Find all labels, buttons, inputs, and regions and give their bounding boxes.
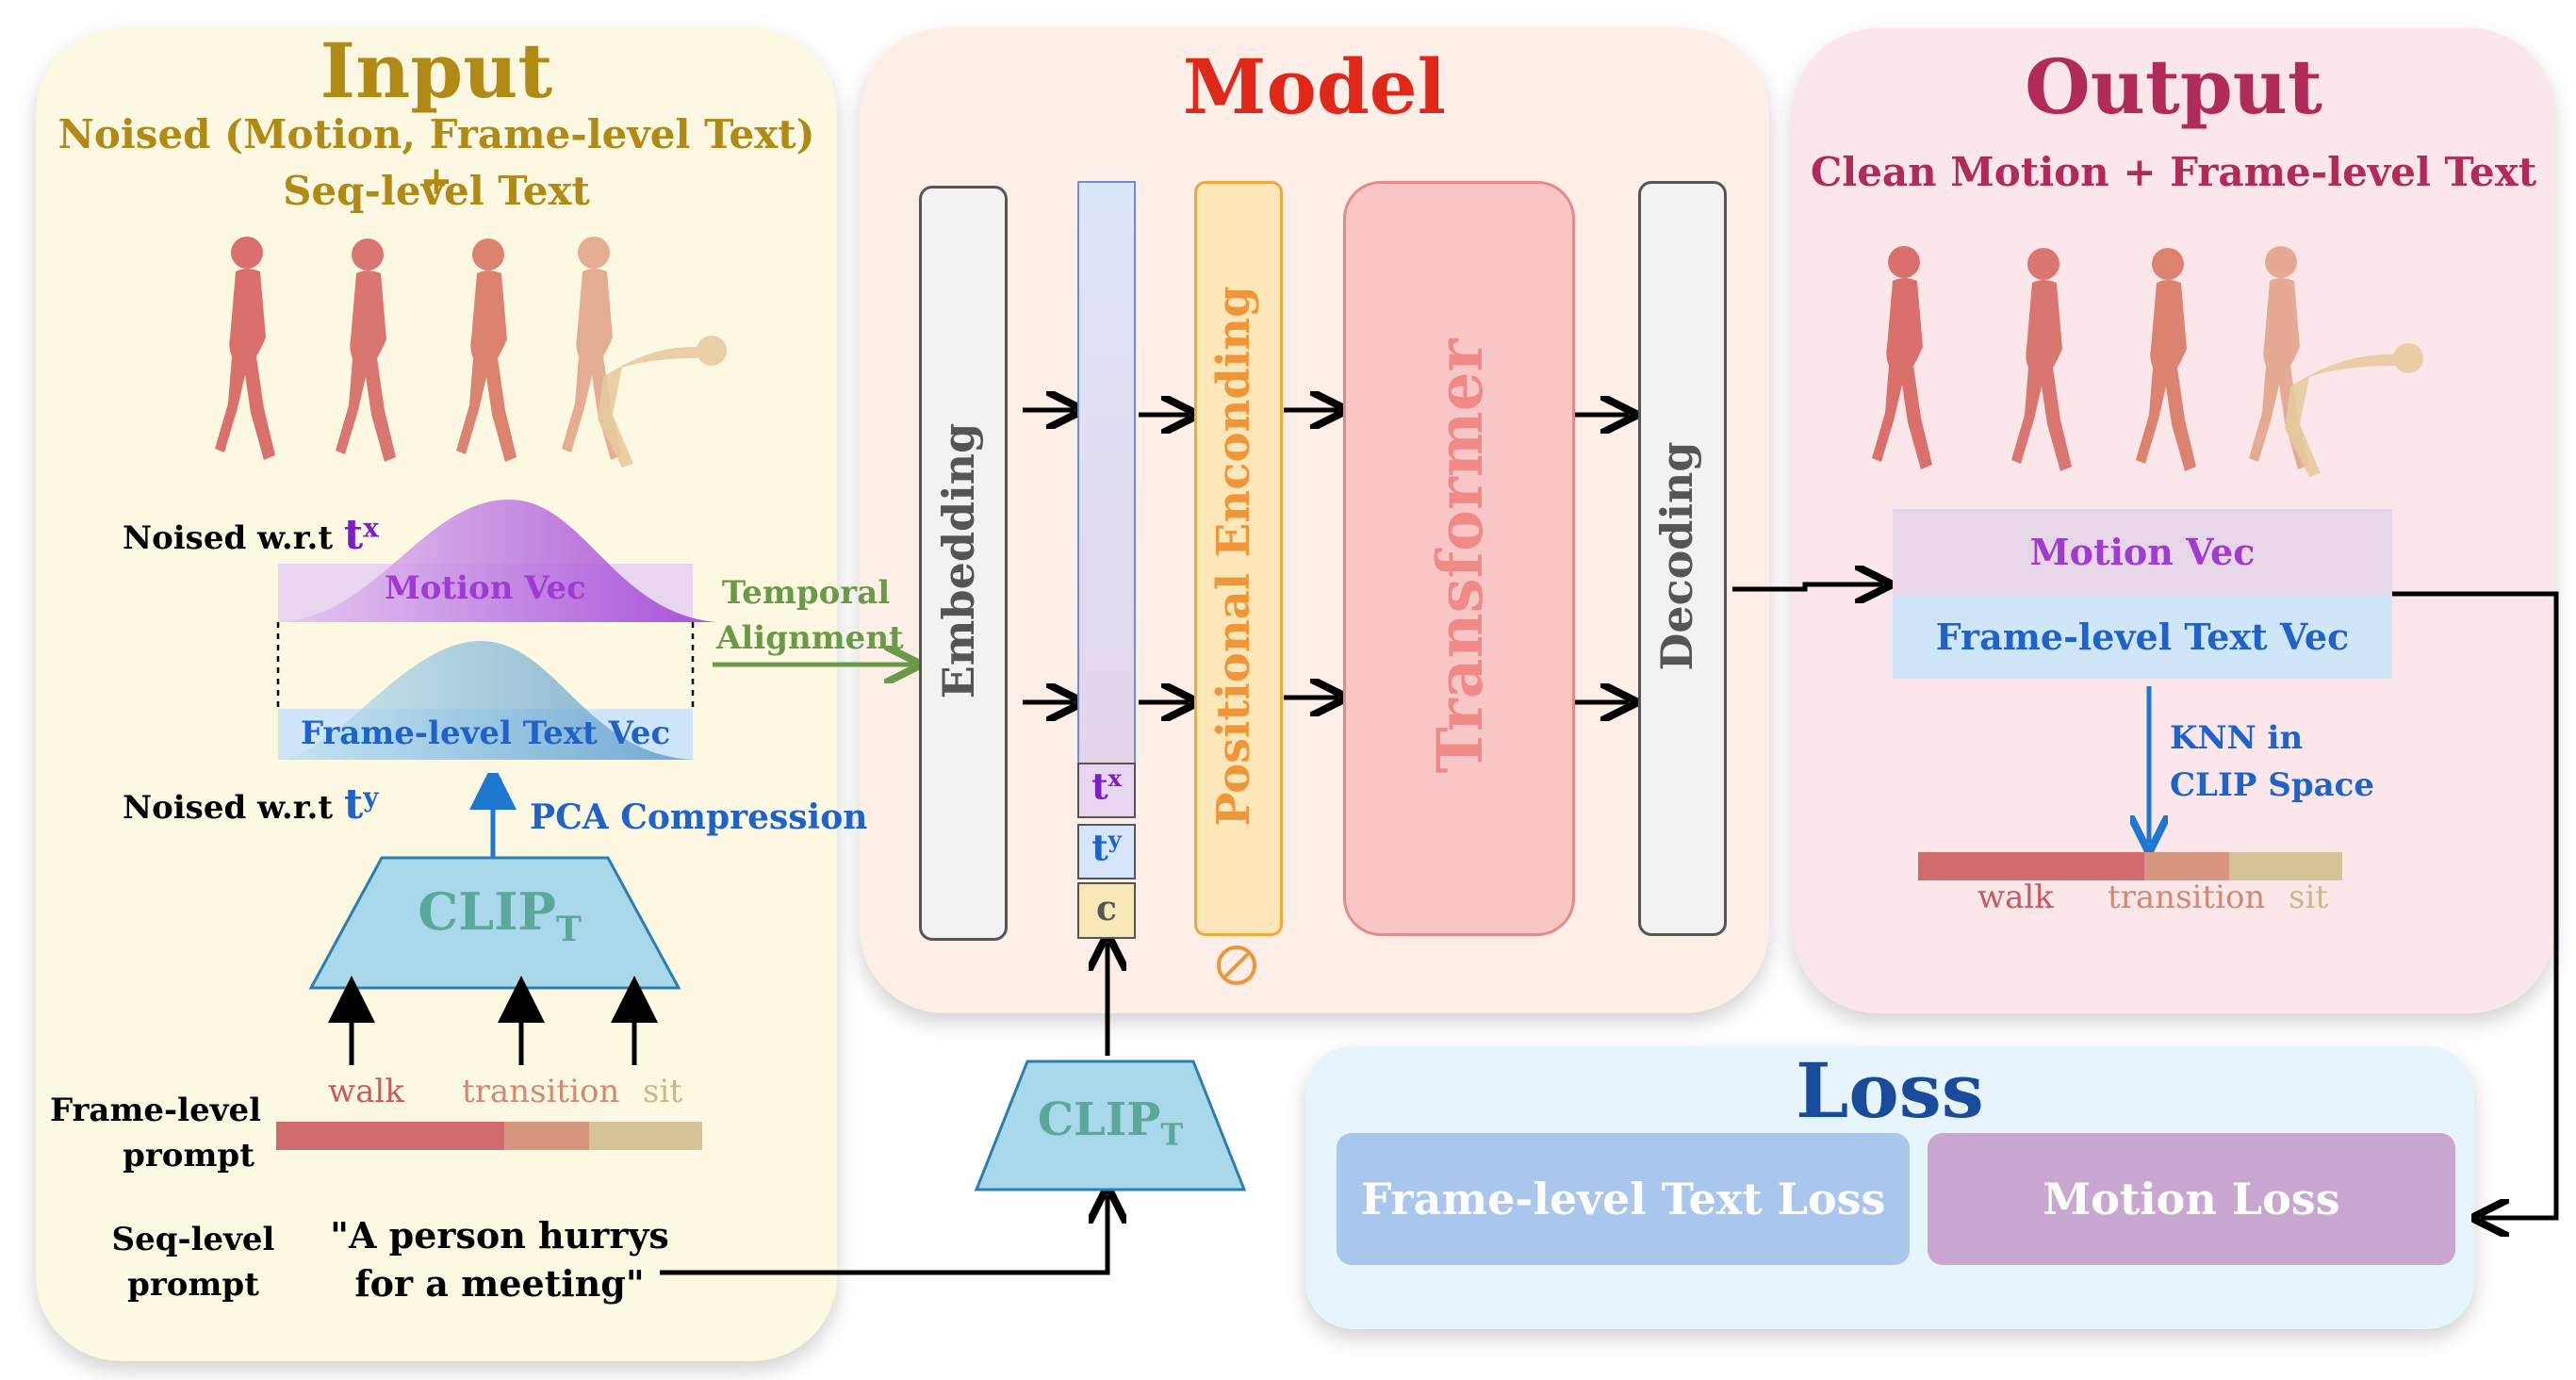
seq-text-line1: "A person hurrys	[330, 1214, 669, 1257]
figure-sit	[598, 336, 727, 468]
model-clip-trapezoid	[974, 1060, 1247, 1191]
input-walk-label: walk	[328, 1073, 404, 1110]
ty-symbol: t	[343, 780, 364, 829]
temporal-alignment-label: Temporal Alignment	[716, 570, 904, 661]
frame-text-loss-box: Frame-level Text Loss	[1337, 1133, 1910, 1265]
output-motion-figures	[1872, 246, 2423, 477]
loss-title: Loss	[1796, 1046, 1984, 1135]
frame-prompt-line1: Frame-level	[49, 1092, 262, 1129]
output-transition-label: transition	[2108, 879, 2266, 916]
input-text-vec-label: Frame-level Text Vec	[300, 715, 671, 752]
ty-sup: y	[363, 781, 379, 813]
decoding-to-output-arrow	[1732, 584, 1883, 589]
output-segment-sit-bar	[2229, 852, 2342, 880]
decoding-label: Decoding	[1651, 441, 1702, 671]
text-noise-curve	[278, 641, 693, 760]
noised-ty-label: Noised w.r.t ty	[123, 780, 379, 829]
seq-to-clip-arrow	[660, 1195, 1108, 1275]
model-panel	[860, 28, 1769, 1013]
motion-noise-curve	[278, 500, 716, 622]
tx-token: tx	[1077, 763, 1136, 818]
temporal-line2: Alignment	[716, 619, 904, 657]
output-sit-label: sit	[2289, 879, 2328, 916]
input-clip-text: CLIP	[418, 881, 556, 942]
model-clip-sub: T	[1160, 1116, 1184, 1153]
knn-line1: KNN in	[2170, 719, 2304, 757]
frozen-icon	[1217, 945, 1256, 985]
model-clip-label: CLIPT	[969, 1093, 1252, 1153]
input-title: Input	[320, 26, 553, 115]
model-title: Model	[1182, 42, 1447, 131]
input-motion-figures	[215, 237, 727, 468]
output-subtitle: Clean Motion + Frame-level Text	[1810, 149, 2537, 195]
knn-line2: CLIP Space	[2170, 766, 2374, 804]
model-clip-text: CLIP	[1037, 1093, 1161, 1146]
input-subtitle-line1: Noised (Motion, Frame-level Text) +	[57, 111, 815, 204]
figure-sit	[2285, 343, 2423, 477]
c-token: c	[1077, 882, 1136, 939]
ty-token: ty	[1077, 824, 1136, 879]
input-clip-sub: T	[556, 909, 582, 949]
input-sit-label: sit	[643, 1073, 682, 1110]
ty-token-sup: y	[1108, 826, 1122, 853]
input-clip-trapezoid	[308, 856, 681, 990]
output-title: Output	[2025, 42, 2322, 131]
tx-token-sup: x	[1108, 764, 1122, 792]
output-walk-label: walk	[1977, 879, 2054, 916]
input-segment-sit-bar	[589, 1122, 702, 1150]
positional-encoding-block	[1194, 181, 1283, 936]
motion-loss-box: Motion Loss	[1928, 1133, 2455, 1265]
input-transition-label: transition	[462, 1073, 620, 1110]
token-column	[1077, 181, 1136, 764]
embedding-label: Embedding	[933, 422, 984, 699]
output-to-loss-arrow	[2392, 591, 2559, 1218]
embedding-block	[919, 186, 1008, 941]
output-segment-walk-bar	[1918, 852, 2144, 880]
input-clip-label: CLIPT	[311, 881, 688, 949]
input-subtitle-line2: Seq-level Text	[283, 168, 590, 214]
seq-prompt-text: "A person hurrys for a meeting"	[311, 1214, 688, 1305]
temporal-line1: Temporal	[721, 574, 891, 612]
frame-prompt-line2: prompt	[123, 1137, 254, 1175]
knn-label: KNN in CLIP Space	[2170, 715, 2374, 809]
seq-text-line2: for a meeting"	[354, 1262, 645, 1305]
seq-prompt-line2: prompt	[127, 1266, 259, 1304]
output-motion-vec: Motion Vec	[1893, 509, 2392, 596]
input-segment-walk-bar	[276, 1122, 504, 1150]
input-segment-transition-bar	[504, 1122, 589, 1150]
transformer-block	[1343, 181, 1575, 936]
noised-tx-label: Noised w.r.t tx	[123, 511, 379, 559]
noised-tx-text: Noised w.r.t	[123, 519, 334, 557]
input-noised-vectors	[276, 500, 716, 760]
seq-prompt-line1: Seq-level	[111, 1221, 275, 1258]
transformer-label: Transformer	[1423, 338, 1497, 774]
noised-ty-text: Noised w.r.t	[123, 789, 334, 827]
input-clip-graphics	[308, 773, 681, 1065]
output-text-vec: Frame-level Text Vec	[1893, 596, 2392, 679]
tx-token-symbol: t	[1091, 764, 1108, 808]
frame-prompt-label: Frame-level prompt	[38, 1092, 273, 1175]
tx-sup: x	[363, 512, 379, 544]
input-motion-vec-label: Motion Vec	[385, 569, 586, 607]
output-segment-transition-bar	[2144, 852, 2229, 880]
tx-symbol: t	[343, 511, 364, 559]
seq-prompt-label: Seq-level prompt	[90, 1221, 297, 1304]
decoding-block	[1638, 181, 1727, 936]
pca-compression-label: PCA Compression	[530, 797, 868, 837]
ty-token-symbol: t	[1091, 826, 1108, 869]
positional-encoding-label: Positional Enconding	[1207, 286, 1260, 827]
